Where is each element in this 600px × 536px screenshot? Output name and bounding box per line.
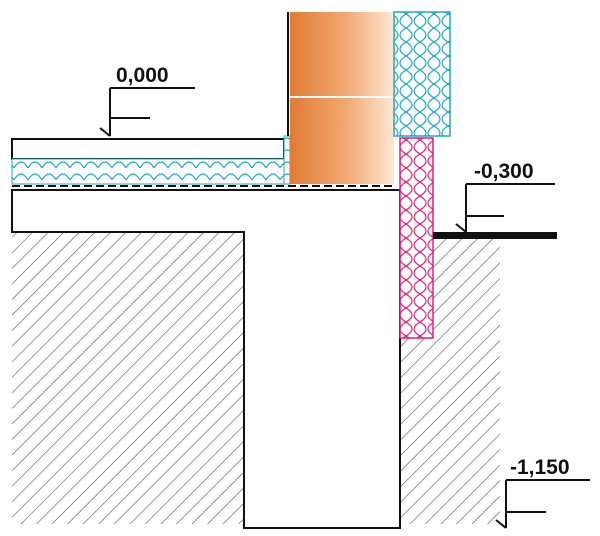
ground-surface-line xyxy=(433,232,557,239)
floor-screed xyxy=(11,138,285,160)
level-label-0000: 0,000 xyxy=(116,64,169,87)
wall-insulation xyxy=(393,11,451,137)
level-marker-1150: -1,150 xyxy=(495,456,590,529)
plinth-insulation xyxy=(399,137,434,339)
brick-wall xyxy=(287,12,394,184)
level-marker-0000: 0,000 xyxy=(99,64,195,137)
brick-lower xyxy=(290,98,394,184)
floor-assembly xyxy=(11,135,396,187)
brick-upper xyxy=(290,12,394,96)
floor-insulation-edge xyxy=(283,135,291,185)
level-label-0300: -0,300 xyxy=(474,160,534,183)
level-label-1150: -1,150 xyxy=(510,456,570,479)
soil-left xyxy=(12,232,244,524)
level-marker-0300: -0,300 xyxy=(455,160,555,233)
soil xyxy=(12,232,500,524)
floor-insulation xyxy=(11,158,291,185)
